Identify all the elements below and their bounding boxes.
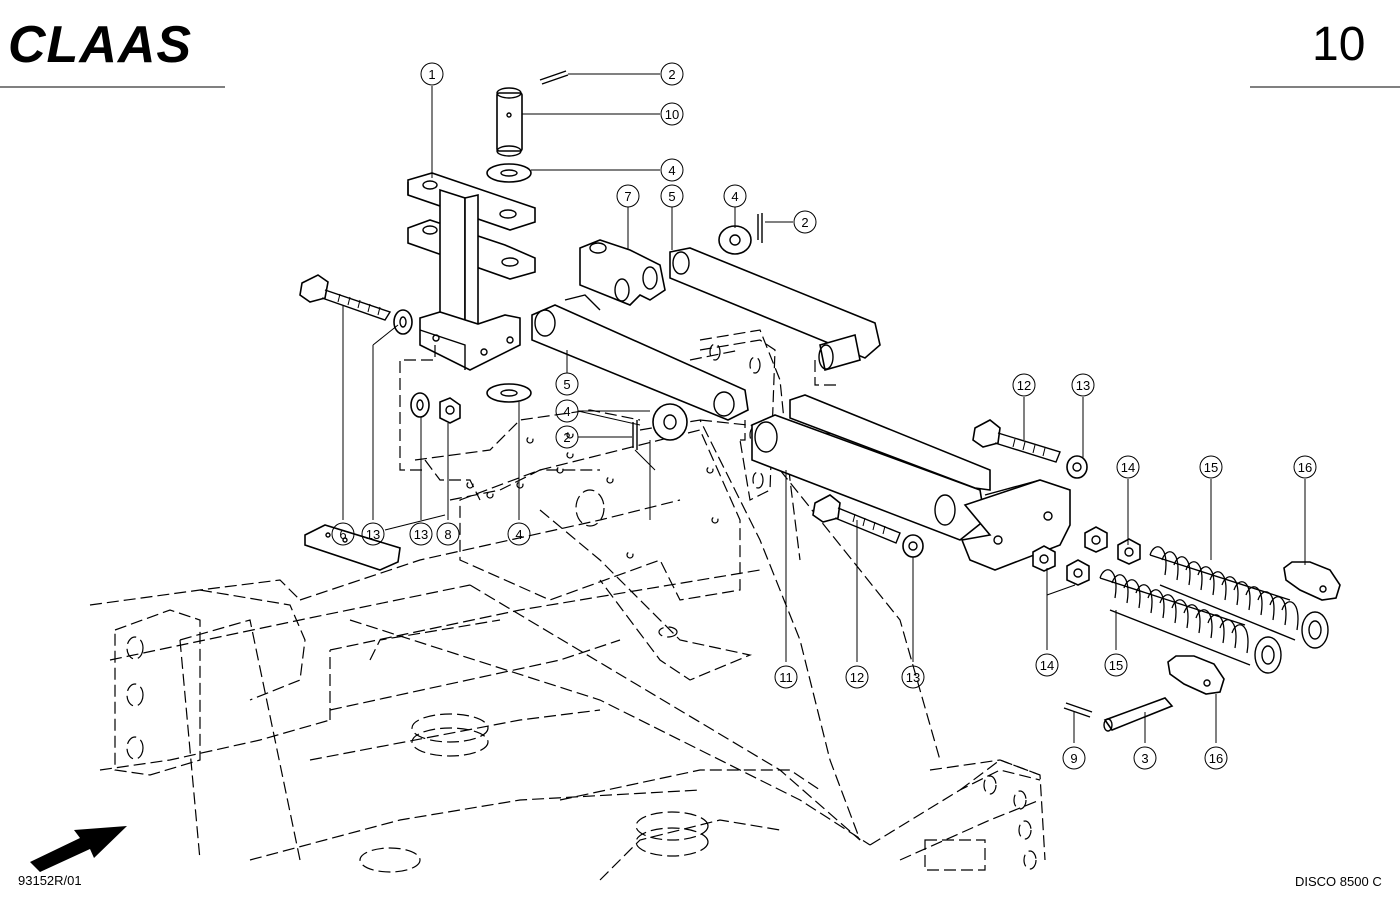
svg-text:1: 1 — [428, 67, 435, 82]
svg-text:12: 12 — [850, 670, 864, 685]
svg-text:13: 13 — [906, 670, 920, 685]
svg-text:5: 5 — [563, 377, 570, 392]
callout-part-14: 14 — [1116, 455, 1140, 479]
callout-part-11: 11 — [774, 665, 798, 689]
part-spring-tabs — [1167, 561, 1341, 695]
svg-text:14: 14 — [1121, 460, 1135, 475]
callout-part-15: 15 — [1199, 455, 1223, 479]
brand-logo: CLAAS — [8, 16, 192, 74]
svg-text:15: 15 — [1109, 658, 1123, 673]
callout-part-5: 5 — [660, 184, 684, 208]
part-bolts-12 — [812, 419, 1061, 544]
part-long-bolt — [299, 274, 392, 321]
svg-text:4: 4 — [515, 527, 522, 542]
svg-text:16: 16 — [1209, 751, 1223, 766]
callout-part-13: 13 — [901, 665, 925, 689]
svg-text:8: 8 — [444, 527, 451, 542]
svg-text:4: 4 — [668, 163, 675, 178]
callout-part-14: 14 — [1035, 653, 1059, 677]
svg-text:4: 4 — [731, 189, 738, 204]
part-nut-8 — [439, 397, 461, 424]
main-frame — [89, 329, 1041, 881]
svg-text:7: 7 — [624, 189, 631, 204]
callout-part-2: 2 — [660, 62, 684, 86]
svg-text:4: 4 — [563, 404, 570, 419]
svg-text:5: 5 — [668, 189, 675, 204]
svg-text:6: 6 — [339, 527, 346, 542]
part-small-plate — [304, 524, 401, 571]
part-clevis-block — [579, 239, 666, 306]
drawing-id: 93152R/01 — [18, 873, 82, 888]
model-name: DISCO 8500 C — [1295, 874, 1382, 889]
svg-text:16: 16 — [1298, 460, 1312, 475]
callout-part-10: 10 — [660, 102, 684, 126]
headstock-plate — [459, 339, 776, 681]
svg-text:10: 10 — [665, 107, 679, 122]
part-lower-link — [531, 294, 749, 421]
part-pivot-pin — [496, 87, 523, 157]
callout-part-9: 9 — [1062, 746, 1086, 770]
callout-part-12: 12 — [1012, 373, 1036, 397]
callout-part-2: 2 — [555, 425, 579, 449]
callout-part-7: 7 — [616, 184, 640, 208]
callout-part-1: 1 — [420, 62, 444, 86]
callout-part-16: 16 — [1293, 455, 1317, 479]
callout-part-13: 13 — [1071, 373, 1095, 397]
right-mount-plate — [959, 759, 1046, 870]
callout-part-4: 4 — [660, 158, 684, 182]
callout-part-5: 5 — [555, 372, 579, 396]
callout-part-6: 6 — [331, 522, 355, 546]
left-mount-plate — [114, 589, 306, 861]
svg-text:12: 12 — [1017, 378, 1031, 393]
callout-part-4: 4 — [723, 184, 747, 208]
svg-text:11: 11 — [779, 670, 793, 685]
part-nuts-14 — [1032, 526, 1141, 586]
part-main-arm — [740, 394, 1071, 571]
callout-part-13: 13 — [361, 522, 385, 546]
svg-text:13: 13 — [366, 527, 380, 542]
callout-part-2: 2 — [793, 210, 817, 234]
part-springs — [1099, 546, 1329, 674]
svg-text:3: 3 — [1141, 751, 1148, 766]
svg-text:13: 13 — [414, 527, 428, 542]
svg-text:14: 14 — [1040, 658, 1054, 673]
page-number: 10 — [1312, 18, 1365, 71]
svg-text:15: 15 — [1204, 460, 1218, 475]
leader-lines — [342, 73, 1306, 743]
part-washers — [486, 163, 752, 441]
direction-arrow-icon — [30, 826, 127, 872]
part-washer-13 — [393, 309, 1088, 558]
callout-part-12: 12 — [845, 665, 869, 689]
part-split-pins — [539, 70, 1093, 718]
callout-part-8: 8 — [436, 522, 460, 546]
callout-part-4: 4 — [507, 522, 531, 546]
svg-text:9: 9 — [1070, 751, 1077, 766]
part-spring-pin — [1103, 697, 1174, 732]
callout-part-13: 13 — [409, 522, 433, 546]
callout-part-4: 4 — [555, 399, 579, 423]
callout-part-15: 15 — [1104, 653, 1128, 677]
svg-text:2: 2 — [801, 215, 808, 230]
svg-text:2: 2 — [668, 67, 675, 82]
center-housing — [359, 713, 986, 873]
part-upper-link — [669, 247, 881, 386]
part-pivot-bracket — [399, 172, 536, 471]
callout-part-16: 16 — [1204, 746, 1228, 770]
svg-text:13: 13 — [1076, 378, 1090, 393]
svg-text:2: 2 — [563, 430, 570, 445]
callout-part-3: 3 — [1133, 746, 1157, 770]
